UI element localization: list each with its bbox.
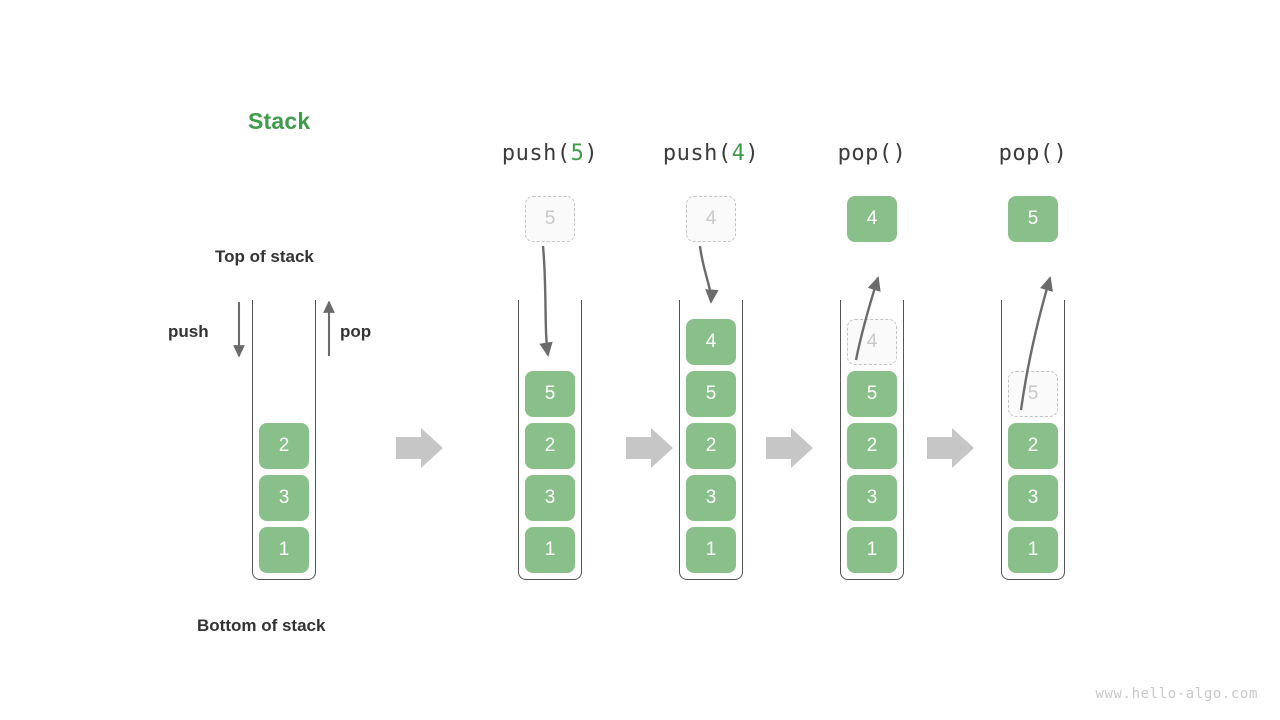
- label-bottom-of-stack: Bottom of stack: [197, 616, 326, 635]
- op-header-prefix: pop(: [837, 141, 893, 166]
- op-header-push4: push(4): [621, 141, 801, 166]
- stack-column-push5: 5 2 3 1 5: [490, 0, 610, 720]
- op-header-arg: 5: [570, 141, 585, 166]
- stack-column-push4: 4 5 2 3 1 4: [651, 0, 771, 720]
- stack-column-pop-2: 5 2 3 1 5: [973, 0, 1093, 720]
- pending-element-ghost: 4: [686, 196, 736, 242]
- stack-cell: 5: [847, 371, 897, 417]
- op-header-arg: 4: [731, 141, 746, 166]
- stack-cell: 4: [686, 319, 736, 365]
- popped-element: 5: [1008, 196, 1058, 242]
- pending-element-ghost: 5: [525, 196, 575, 242]
- label-push: push: [168, 322, 209, 341]
- op-header-suffix: ): [584, 141, 599, 166]
- stack-container: 2 3 1: [252, 300, 316, 580]
- stack-cell: 1: [686, 527, 736, 573]
- label-top-of-stack: Top of stack: [215, 247, 314, 266]
- step-arrow-4: [927, 428, 974, 468]
- op-header-prefix: push(: [662, 141, 732, 166]
- stack-cell: 1: [1008, 527, 1058, 573]
- stack-cell: 5: [525, 371, 575, 417]
- watermark: www.hello-algo.com: [1095, 686, 1258, 702]
- step-arrow-1: [396, 428, 443, 468]
- stack-cell: 2: [686, 423, 736, 469]
- stack-column-pop-1: 4 5 2 3 1 4: [812, 0, 932, 720]
- stack-cell: 3: [259, 475, 309, 521]
- stack-cell: 3: [686, 475, 736, 521]
- stack-container: 5 2 3 1: [1001, 300, 1065, 580]
- op-header-suffix: ): [1053, 141, 1068, 166]
- op-header-suffix: ): [745, 141, 760, 166]
- stack-cell: 3: [525, 475, 575, 521]
- op-header-pop-2: pop(): [943, 141, 1123, 166]
- stack-cell: 1: [525, 527, 575, 573]
- stack-cell: 2: [847, 423, 897, 469]
- stack-cell: 1: [847, 527, 897, 573]
- stack-cell-ghost: 4: [847, 319, 897, 365]
- popped-element: 4: [847, 196, 897, 242]
- stack-cell: 2: [525, 423, 575, 469]
- page-title: Stack: [248, 108, 311, 134]
- stack-cell: 3: [847, 475, 897, 521]
- stack-cell: 3: [1008, 475, 1058, 521]
- op-header-suffix: ): [892, 141, 907, 166]
- step-arrow-3: [766, 428, 813, 468]
- stack-column-initial: 2 3 1: [224, 0, 344, 720]
- stack-container: 4 5 2 3 1: [840, 300, 904, 580]
- stack-cell: 2: [259, 423, 309, 469]
- stack-cell-ghost: 5: [1008, 371, 1058, 417]
- stack-container: 5 2 3 1: [518, 300, 582, 580]
- op-header-push5: push(5): [460, 141, 640, 166]
- stack-cell: 5: [686, 371, 736, 417]
- stack-cell: 1: [259, 527, 309, 573]
- op-header-prefix: pop(: [998, 141, 1054, 166]
- stack-cell: 2: [1008, 423, 1058, 469]
- op-header-prefix: push(: [501, 141, 571, 166]
- op-header-pop-1: pop(): [782, 141, 962, 166]
- stack-container: 4 5 2 3 1: [679, 300, 743, 580]
- label-pop: pop: [340, 322, 372, 341]
